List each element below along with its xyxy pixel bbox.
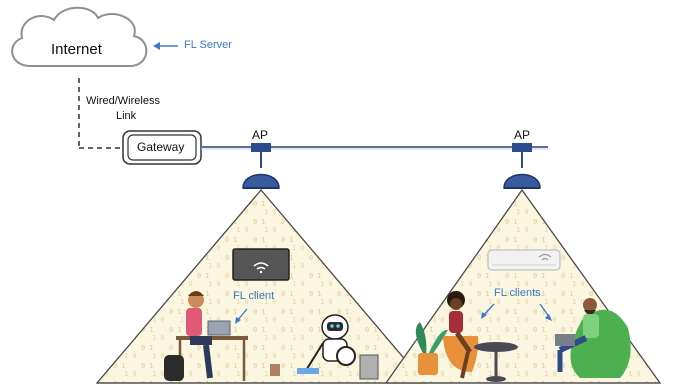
laptop-icon [555, 334, 575, 346]
robot-icon [270, 314, 379, 380]
fl-clients-arrow-icon [481, 303, 552, 321]
link-label-line1: Wired/Wireless [86, 95, 160, 107]
people-lounge-icon [415, 291, 631, 382]
wifi-icon [253, 262, 269, 274]
cloud-icon [11, 6, 148, 67]
gateway-label: Gateway [137, 140, 185, 154]
smart-tv-icon [232, 248, 290, 281]
ap-left-label: AP [252, 128, 269, 142]
backpack-icon [164, 355, 184, 381]
access-point-icon [242, 143, 280, 189]
ap-right-label: AP [514, 128, 531, 142]
gateway-box-icon [122, 130, 202, 165]
air-conditioner-icon [487, 249, 561, 271]
wired-link-line [78, 78, 123, 149]
table-icon [474, 342, 518, 382]
person-at-desk-icon [164, 291, 248, 381]
fl-clients-label: FL clients [494, 287, 541, 299]
coverage-cone-left [95, 188, 427, 384]
fl-server-label: FL Server [184, 39, 232, 51]
access-point-icon [503, 143, 541, 189]
fl-client-arrow-icon [235, 308, 248, 324]
arrow-left-icon [153, 42, 178, 50]
internet-label: Internet [51, 41, 102, 58]
laptop-icon [207, 320, 231, 336]
plant-icon [415, 322, 448, 375]
link-label-line2: Link [116, 110, 137, 122]
fl-client-label: FL client [233, 290, 275, 302]
